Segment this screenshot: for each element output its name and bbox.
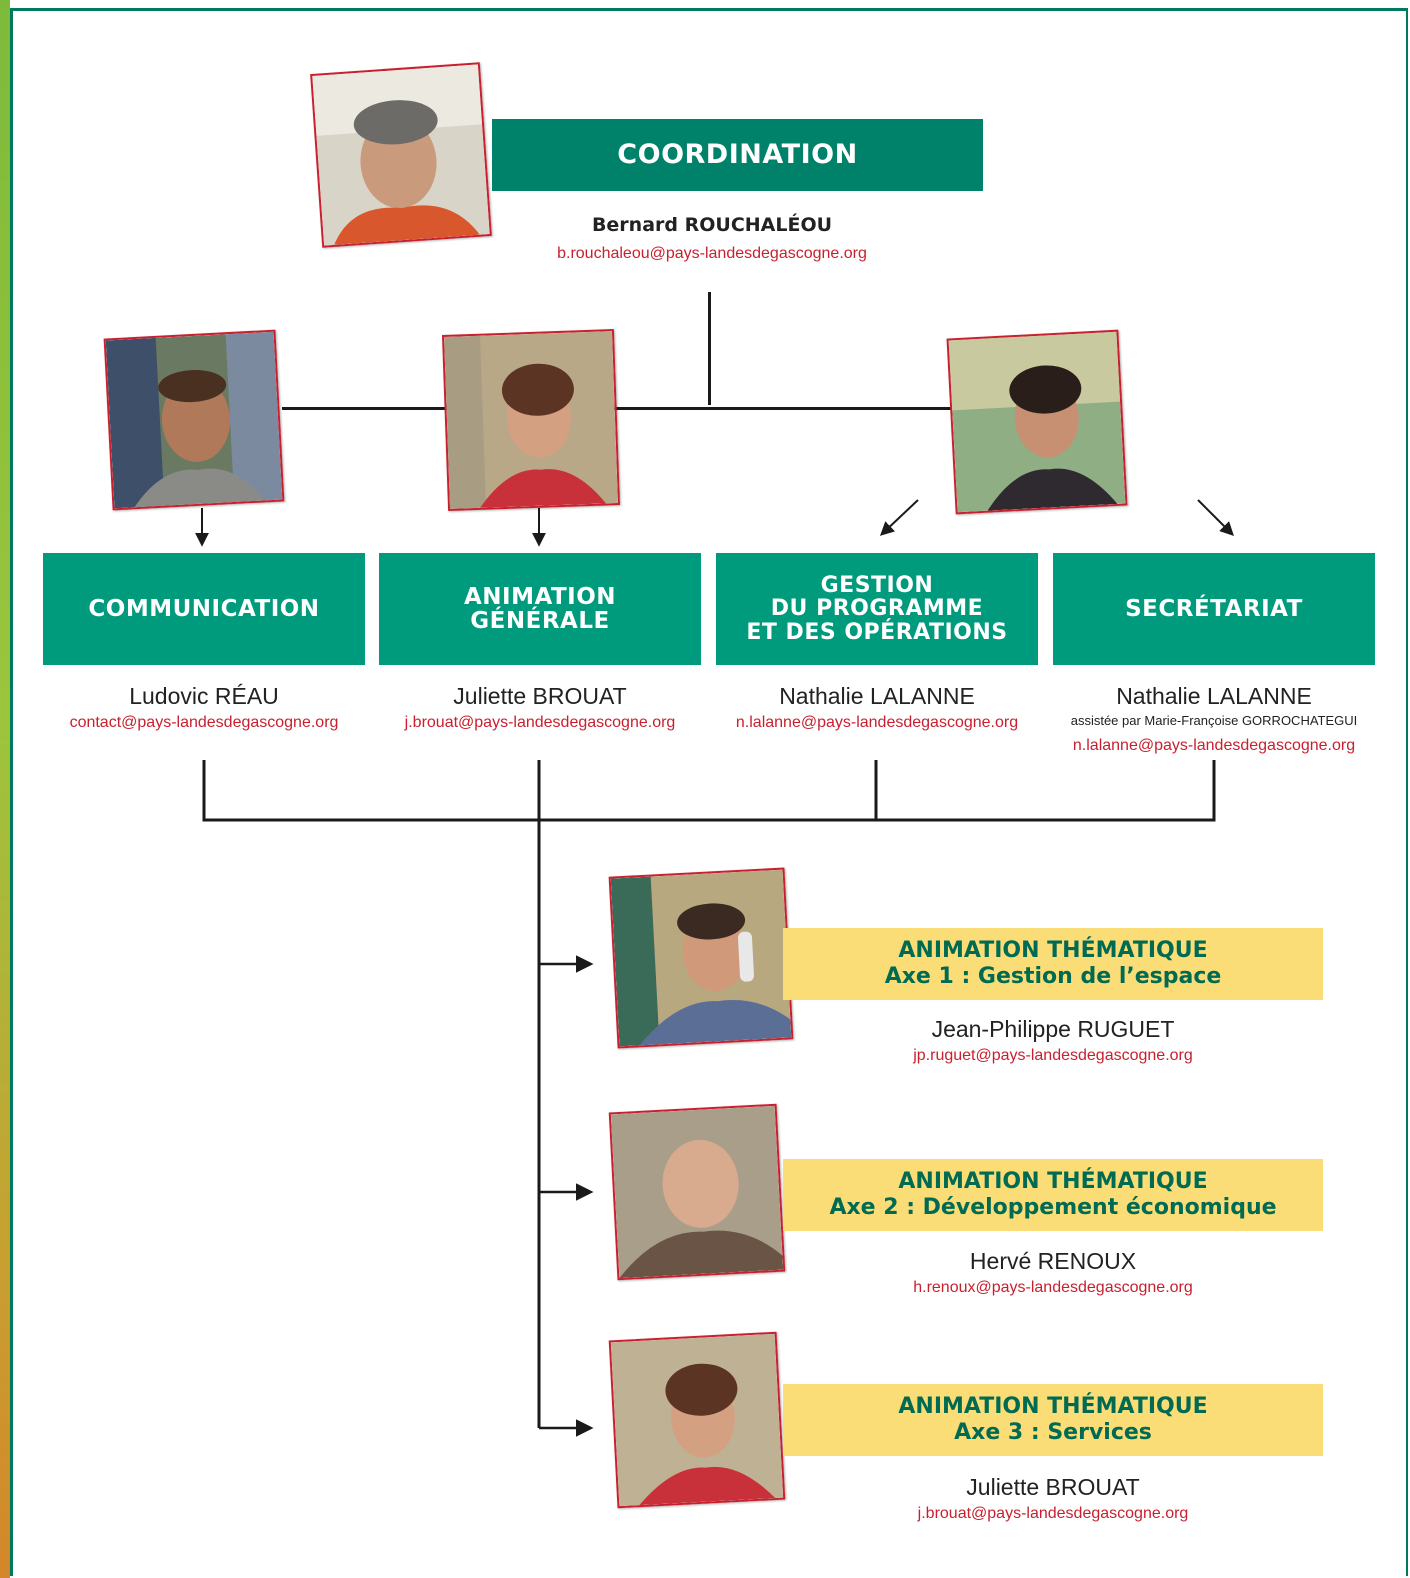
connector-line	[708, 292, 711, 405]
page-frame	[10, 8, 1408, 1576]
theme-3-subtitle: Axe 3 : Services	[954, 1420, 1152, 1445]
theme-box-3: ANIMATION THÉMATIQUE Axe 3 : Services	[783, 1384, 1323, 1456]
dept-name-communication: Ludovic RÉAU	[129, 683, 279, 709]
dept-email-communication[interactable]: contact@pays-landesdegascogne.org	[69, 714, 339, 731]
theme-3-name: Juliette BROUAT	[966, 1474, 1140, 1500]
dept-name-gestion: Nathalie LALANNE	[779, 683, 975, 709]
coordinator-photo	[310, 62, 492, 248]
dept-box-secretariat: SECRÉTARIAT	[1053, 553, 1375, 665]
theme-1-subtitle: Axe 1 : Gestion de l’espace	[884, 964, 1222, 989]
coordinator-name: Bernard ROUCHALÉOU	[591, 214, 833, 236]
theme-1-email[interactable]: jp.ruguet@pays-landesdegascogne.org	[913, 1047, 1193, 1064]
photo-communication	[103, 329, 285, 511]
dept-assistant-secretariat: assistée par Marie-Françoise GORROCHATEG…	[1070, 713, 1358, 728]
dept-box-communication: COMMUNICATION	[43, 553, 365, 665]
dept-name-animation-generale: Juliette BROUAT	[453, 683, 627, 709]
theme-2-name: Hervé RENOUX	[969, 1248, 1137, 1274]
theme-3-email[interactable]: j.brouat@pays-landesdegascogne.org	[917, 1505, 1189, 1522]
dept-name-secretariat: Nathalie LALANNE	[1116, 683, 1312, 709]
left-color-bar	[0, 0, 10, 1578]
coordination-title-box: COORDINATION	[492, 119, 983, 191]
photo-animation-generale	[441, 329, 621, 511]
photo-theme-2	[608, 1103, 786, 1281]
theme-box-1: ANIMATION THÉMATIQUE Axe 1 : Gestion de …	[783, 928, 1323, 1000]
dept-email-gestion[interactable]: n.lalanne@pays-landesdegascogne.org	[735, 714, 1019, 731]
theme-2-email[interactable]: h.renoux@pays-landesdegascogne.org	[913, 1279, 1193, 1296]
dept-box-gestion: GESTION DU PROGRAMME ET DES OPÉRATIONS	[716, 553, 1038, 665]
photo-theme-1	[608, 867, 794, 1049]
theme-1-title: ANIMATION THÉMATIQUE	[898, 937, 1208, 963]
photo-theme-3	[608, 1331, 786, 1509]
theme-2-title: ANIMATION THÉMATIQUE	[898, 1168, 1208, 1194]
coordinator-email[interactable]: b.rouchaleou@pays-landesdegascogne.org	[557, 245, 867, 262]
theme-3-title: ANIMATION THÉMATIQUE	[898, 1393, 1208, 1419]
photo-gestion-secretariat	[946, 329, 1128, 515]
theme-box-2: ANIMATION THÉMATIQUE Axe 2 : Développeme…	[783, 1159, 1323, 1231]
dept-email-secretariat[interactable]: n.lalanne@pays-landesdegascogne.org	[1072, 737, 1356, 754]
theme-1-name: Jean-Philippe RUGUET	[931, 1016, 1175, 1042]
theme-2-subtitle: Axe 2 : Développement économique	[829, 1195, 1277, 1220]
dept-box-animation-generale: ANIMATION GÉNÉRALE	[379, 553, 701, 665]
connector-line	[282, 407, 952, 410]
dept-email-animation-generale[interactable]: j.brouat@pays-landesdegascogne.org	[404, 714, 676, 731]
